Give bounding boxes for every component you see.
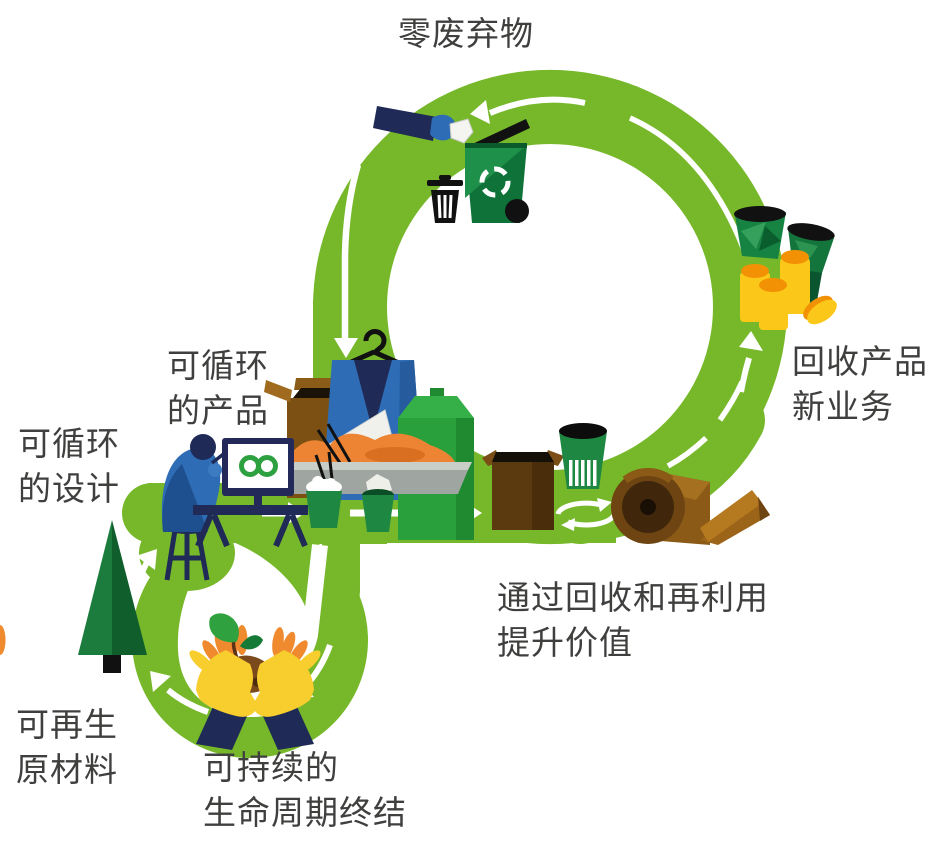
bin-wheel (505, 199, 529, 223)
up-flow-arrow (738, 357, 752, 393)
stacked-cans-icon (740, 250, 837, 330)
paper-cup-bin-icon (559, 423, 607, 489)
label-recycled-products: 回收产品 新业务 (792, 340, 928, 430)
label-line: 生命周期终结 (203, 793, 407, 831)
top-flow-arrow (488, 96, 586, 116)
label-line: 的设计 (18, 469, 120, 507)
label-line: 提升价值 (497, 623, 633, 661)
label-circular-design: 可循环 的设计 (18, 422, 120, 512)
end-of-life-illustration (0, 613, 321, 750)
label-line: 的产品 (167, 391, 269, 429)
recycled-products-illustration (734, 206, 837, 330)
label-value-from-recycling: 通过回收和再利用 提升价值 (497, 576, 769, 666)
label-returnable-products: 可循环 的产品 (167, 344, 269, 434)
label-line: 可再生 (16, 706, 118, 743)
recycle-symbol-icon (479, 166, 511, 198)
crumpled-cups-icon (734, 206, 835, 307)
sprout-leaf-small (240, 635, 263, 650)
label-line: 通过回收和再利用 (497, 579, 769, 616)
label-renewable-materials: 可再生 原材料 (16, 703, 118, 793)
hands-holding-sprout-icon (0, 613, 321, 750)
circular-design-illustration (78, 434, 308, 673)
down-flow-arrow (341, 164, 362, 338)
label-line: 新业务 (792, 387, 894, 425)
hand-dropping-waste-icon (430, 114, 457, 141)
collection-box-icon (482, 450, 564, 530)
recycle-arrows-heads (561, 498, 612, 531)
waste-cup-icon (362, 474, 394, 532)
highlight-dash (628, 115, 747, 251)
left-glove (196, 650, 258, 717)
highlight-dash (666, 436, 708, 469)
label-zero-waste: 零废弃物 (398, 12, 534, 57)
trash-can-stripes (437, 194, 453, 219)
label-line: 回收产品 (792, 343, 928, 380)
computer-infinity-icon (222, 438, 294, 513)
small-loop-arrow (133, 560, 150, 597)
returnable-products-illustration (264, 329, 474, 540)
label-line: 可循环 (167, 347, 269, 384)
waste-paper (449, 118, 474, 144)
paper-roll-icon (611, 467, 770, 545)
arm-sleeve (373, 106, 437, 141)
label-line: 零废弃物 (398, 15, 534, 52)
label-line: 原材料 (16, 750, 118, 788)
label-sustainable-end-of-life: 可持续的 生命周期终结 (203, 746, 407, 836)
pine-tree-icon (78, 520, 147, 673)
collection-illustration (482, 423, 770, 545)
small-loop-arrow (166, 687, 209, 715)
zero-waste-illustration (373, 106, 530, 223)
noodle-cup-icon (306, 451, 342, 528)
right-glove (252, 650, 314, 717)
label-line: 可持续的 (203, 749, 339, 786)
sprout-leaf (209, 613, 239, 643)
label-line: 可循环 (18, 425, 120, 462)
